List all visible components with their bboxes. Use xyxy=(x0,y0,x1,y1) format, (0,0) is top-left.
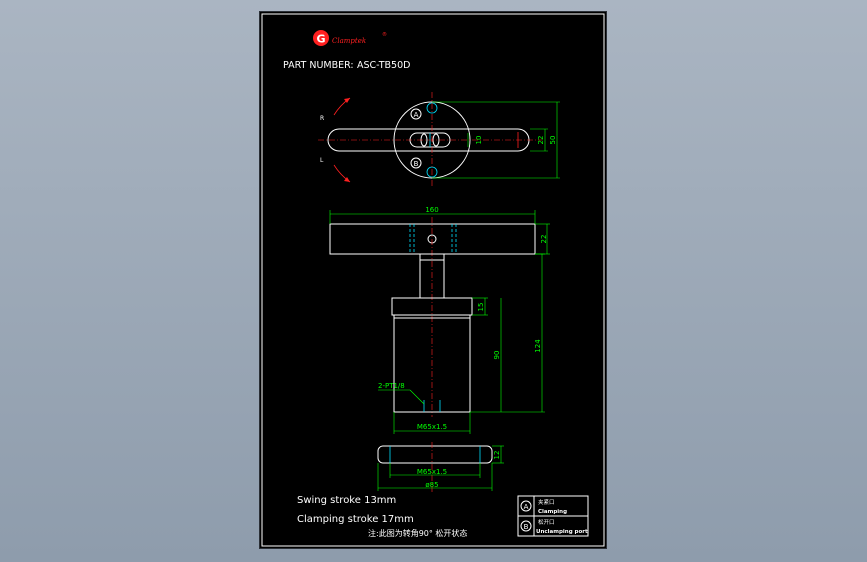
spec-note: 注:此图为转角90° 松开状态 xyxy=(368,528,467,538)
company-logo: G Clamptek ® xyxy=(313,30,387,46)
port-b-marker xyxy=(410,157,422,169)
rotation-arrow-left-head xyxy=(344,177,350,182)
legend-b-en: Unclamping port xyxy=(536,529,588,535)
dim-nut-thread: M65x1.5 xyxy=(417,468,447,476)
dim-thread: M65x1.5 xyxy=(417,423,447,431)
dim-arm-height: 22 xyxy=(540,235,548,244)
legend-b-cn: 松开口 xyxy=(538,518,555,526)
rotation-right-label: R xyxy=(320,115,324,122)
port-legend: A 夹紧口 Clamping B 松开口 Unclamping port xyxy=(517,495,589,537)
dim-nut-height: 12 xyxy=(493,451,501,460)
nut-outline xyxy=(377,445,493,464)
nut-view: M65x1.5 ø85 12 xyxy=(377,442,504,492)
port-b-label: B xyxy=(414,160,419,168)
side-view-arm xyxy=(329,223,536,255)
logo-registered: ® xyxy=(382,31,387,38)
part-number-value: ASC-TB50D xyxy=(357,60,410,71)
dim-arm-width: 22 xyxy=(537,136,545,145)
rotation-arrow-right-head xyxy=(344,98,350,103)
dim-ports: 2-PT1/8 xyxy=(378,382,405,390)
technical-drawing: G Clamptek ® PART NUMBER: ASC-TB50D A B … xyxy=(261,13,605,547)
port-a-label: A xyxy=(414,111,419,119)
side-view-body xyxy=(393,314,471,413)
legend-b-marker xyxy=(520,520,532,532)
legend-a-en: Clamping xyxy=(538,509,567,515)
spec-clamping-stroke: Clamping stroke 17mm xyxy=(297,514,414,525)
dim-flange-height: 15 xyxy=(477,303,485,312)
dim-body-height: 90 xyxy=(493,351,501,360)
dim-arm-length: 160 xyxy=(425,206,438,214)
logo-mark-letter: G xyxy=(316,33,325,46)
dim-body-width: 50 xyxy=(549,136,557,145)
logo-brand: Clamptek xyxy=(332,37,366,45)
legend-a-marker xyxy=(520,500,532,512)
sheet-border xyxy=(261,13,605,547)
rotation-left-label: L xyxy=(320,157,324,164)
ports-leader xyxy=(409,389,425,405)
legend-a-cn: 夹紧口 xyxy=(538,498,555,506)
legend-a-mark: A xyxy=(524,503,529,511)
port-a-marker xyxy=(410,108,422,120)
side-view: 160 22 15 90 124 2-PT1/8 M65x1.5 xyxy=(329,206,550,434)
drawing-sheet: G Clamptek ® PART NUMBER: ASC-TB50D A B … xyxy=(260,12,606,548)
logo-mark-circle xyxy=(313,30,329,46)
legend-b-mark: B xyxy=(524,523,529,531)
dim-total-height: 124 xyxy=(534,339,542,353)
dim-nut-diameter: ø85 xyxy=(425,481,438,489)
dim-inner-width: 10 xyxy=(475,136,483,145)
top-view: A B R L 10 22 50 xyxy=(318,92,560,188)
part-number-label: PART NUMBER: xyxy=(283,60,354,71)
spec-swing-stroke: Swing stroke 13mm xyxy=(297,495,396,506)
